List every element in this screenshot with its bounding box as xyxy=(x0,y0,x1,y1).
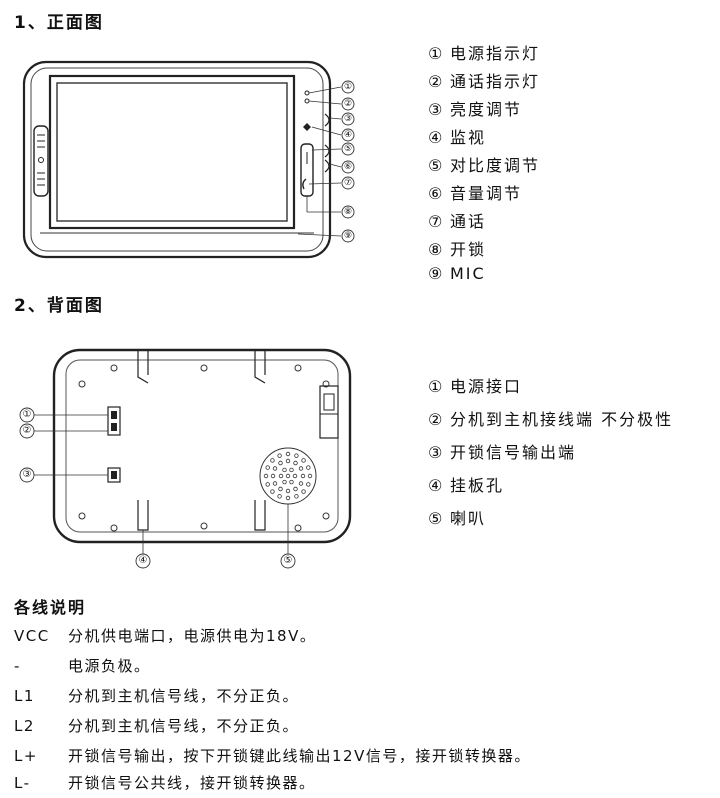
screen-inner xyxy=(56,82,288,222)
speaker-hole xyxy=(278,486,283,492)
front-view-title: 1、正面图 xyxy=(14,13,104,33)
front-callout-1: ① xyxy=(343,82,353,92)
wire-row: L-开锁信号公共线，接开锁转换器。 xyxy=(14,774,316,792)
front-callout-4: ④ xyxy=(343,130,353,140)
speaker-hole xyxy=(265,482,270,487)
speaker-hole xyxy=(278,460,283,466)
speaker-hole xyxy=(307,473,313,479)
mic-hole xyxy=(38,157,44,163)
speaker-hole xyxy=(293,460,298,466)
front-callout-2: ② xyxy=(343,99,353,109)
speaker-hole xyxy=(285,488,291,494)
wire-section-title: 各线说明 xyxy=(14,598,87,617)
front-callout-3: ③ xyxy=(343,114,353,124)
speaker-hole xyxy=(263,473,269,479)
front-callout-9: ⑨ xyxy=(343,231,353,241)
speaker-hole xyxy=(270,489,275,494)
unlock-button[interactable] xyxy=(300,143,314,197)
terminal-block-1 xyxy=(107,406,121,436)
speaker-hole xyxy=(292,473,298,479)
speaker-hole xyxy=(285,473,291,479)
front-callout-6: ⑥ xyxy=(343,162,353,172)
speaker-hole xyxy=(306,465,311,470)
front-callout-7: ⑦ xyxy=(343,178,353,188)
front-view-diagram xyxy=(22,60,355,259)
back-callout-3: ③ xyxy=(22,469,32,480)
speaker-hole xyxy=(285,458,291,464)
speaker-hole xyxy=(293,486,298,492)
speaker-hole xyxy=(300,473,306,479)
speaker-hole xyxy=(289,467,294,473)
wire-row: -电源负极。 xyxy=(14,657,151,675)
speaker-hole xyxy=(289,479,294,485)
wire-row: L+开锁信号输出，按下开锁键此线输出12V信号，接开锁转换器。 xyxy=(14,747,531,765)
speaker-hole xyxy=(270,473,276,479)
speaker-hole xyxy=(298,466,304,471)
speaker-hole xyxy=(301,489,306,494)
back-view-title: 2、背面图 xyxy=(14,296,104,316)
speaker-hole xyxy=(272,466,278,471)
speaker-hole xyxy=(294,453,299,458)
back-body xyxy=(52,348,352,544)
back-view-diagram xyxy=(19,348,352,569)
speaker-hole xyxy=(277,494,282,499)
speaker-grille xyxy=(259,447,317,505)
back-callout-1: ① xyxy=(22,409,32,420)
speaker-hole xyxy=(282,467,287,473)
speaker-hole xyxy=(265,465,270,470)
back-callout-5: ⑤ xyxy=(283,555,293,566)
speaker-hole xyxy=(277,453,282,458)
monitor-button[interactable] xyxy=(303,123,311,131)
side-connector xyxy=(319,385,339,439)
left-grille xyxy=(33,125,49,197)
speaker-hole xyxy=(278,473,284,479)
call-indicator xyxy=(304,98,310,104)
front-callout-8: ⑧ xyxy=(343,207,353,217)
device-body xyxy=(22,60,332,259)
speaker-hole xyxy=(298,481,304,486)
speaker-hole xyxy=(285,451,291,457)
talk-icon xyxy=(302,178,307,190)
speaker-hole xyxy=(294,494,299,499)
speaker-hole xyxy=(285,495,291,501)
screen xyxy=(48,74,296,230)
speaker-hole xyxy=(301,458,306,463)
back-callout-4: ④ xyxy=(138,555,148,566)
speaker-hole xyxy=(270,458,275,463)
speaker-hole xyxy=(306,482,311,487)
back-inner xyxy=(65,359,339,533)
back-callout-2: ② xyxy=(22,425,32,436)
speaker-hole xyxy=(272,481,278,486)
front-callout-5: ⑤ xyxy=(343,144,353,154)
speaker-hole xyxy=(282,479,287,485)
device-bezel xyxy=(30,67,324,252)
power-indicator xyxy=(304,90,310,96)
